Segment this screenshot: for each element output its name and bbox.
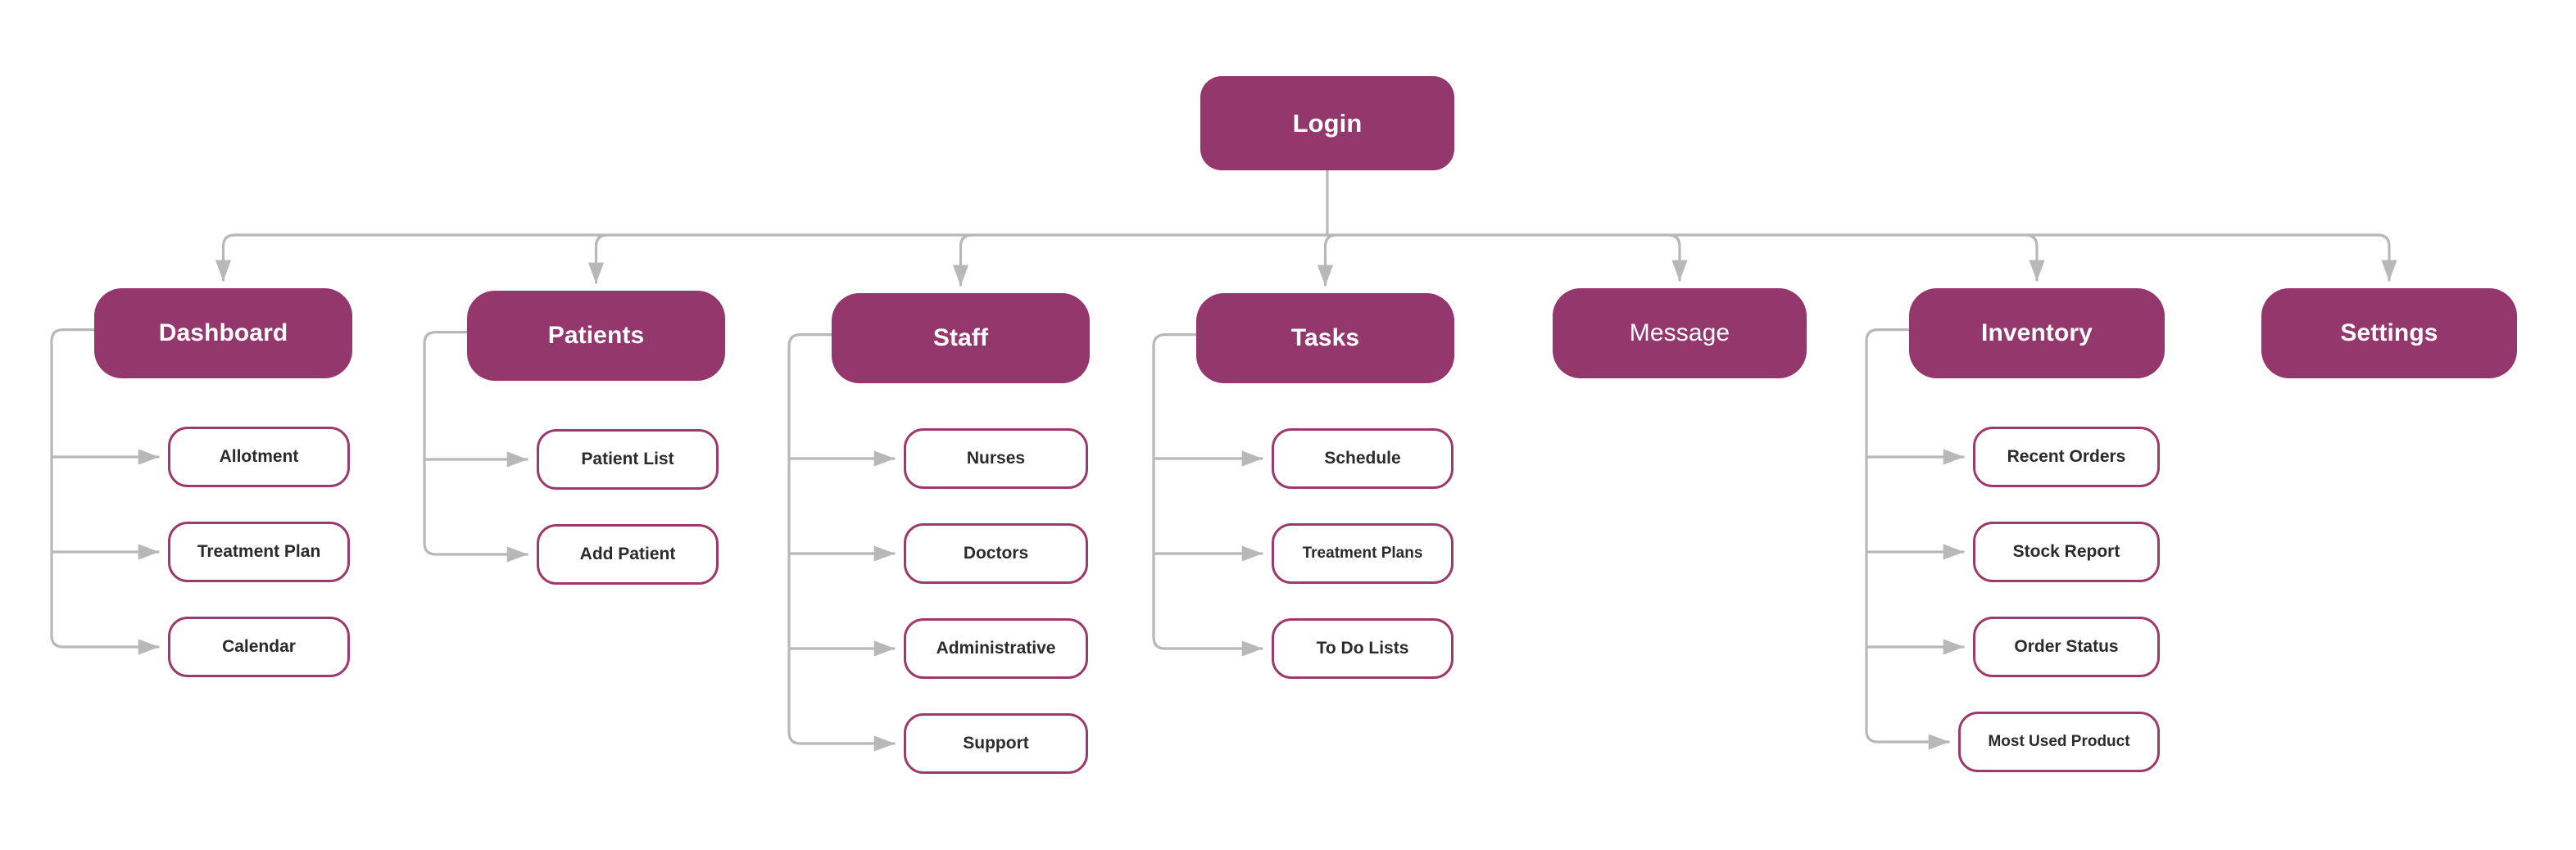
connector-arrow <box>2024 233 2045 282</box>
node-label: Patients <box>547 321 645 349</box>
leaf-node-allotment[interactable]: Allotment <box>168 427 350 487</box>
leaf-node-most-used-product[interactable]: Most Used Product <box>1958 712 2160 772</box>
node-label: Tasks <box>1290 323 1360 351</box>
leaf-node-treatment-plan[interactable]: Treatment Plan <box>168 522 350 582</box>
node-label: Login <box>1292 108 1363 138</box>
leaf-node-doctors[interactable]: Doctors <box>904 523 1088 584</box>
connector-line <box>50 328 96 649</box>
node-tasks[interactable]: Tasks <box>1196 293 1454 383</box>
node-inventory[interactable]: Inventory <box>1909 288 2165 378</box>
node-message[interactable]: Message <box>1553 288 1807 378</box>
node-label: To Do Lists <box>1316 638 1409 658</box>
node-patients[interactable]: Patients <box>467 291 725 381</box>
connector-arrow <box>1317 233 1339 287</box>
leaf-node-order-status[interactable]: Order Status <box>1973 617 2160 677</box>
node-settings[interactable]: Settings <box>2261 288 2517 378</box>
node-label: Nurses <box>966 448 1026 468</box>
node-label: Schedule <box>1324 448 1401 468</box>
leaf-node-stock-report[interactable]: Stock Report <box>1973 522 2160 582</box>
leaf-node-nurses[interactable]: Nurses <box>904 428 1088 489</box>
node-label: Support <box>963 733 1029 753</box>
connector-arrow <box>215 233 237 282</box>
leaf-node-calendar[interactable]: Calendar <box>168 617 350 677</box>
node-label: Treatment Plan <box>197 541 321 561</box>
connector-arrow <box>2376 233 2397 282</box>
node-label: Most Used Product <box>1988 733 2130 751</box>
node-label: Allotment <box>219 446 299 466</box>
leaf-node-administrative[interactable]: Administrative <box>904 618 1088 679</box>
node-label: Staff <box>932 323 989 351</box>
node-label: Message <box>1629 319 1730 346</box>
connector-line <box>423 331 469 556</box>
connector-arrow <box>1667 233 1688 282</box>
node-label: Recent Orders <box>2007 446 2126 466</box>
node-label: Order Status <box>2014 636 2119 656</box>
node-label: Doctors <box>963 543 1029 563</box>
connector-line <box>787 333 833 745</box>
node-label: Administrative <box>936 638 1056 658</box>
connector-line <box>1152 333 1198 650</box>
leaf-node-add-patient[interactable]: Add Patient <box>537 524 719 585</box>
connector-arrow <box>952 233 974 287</box>
node-label: Calendar <box>222 636 296 656</box>
node-label: Inventory <box>1981 319 2093 346</box>
connector-line <box>1865 328 1911 744</box>
leaf-node-schedule[interactable]: Schedule <box>1272 428 1454 489</box>
node-label: Patient List <box>581 449 674 468</box>
node-label: Add Patient <box>579 544 676 563</box>
leaf-node-support[interactable]: Support <box>904 713 1088 774</box>
node-dashboard[interactable]: Dashboard <box>94 288 352 378</box>
leaf-node-patient-list[interactable]: Patient List <box>537 429 719 490</box>
leaf-node-to-do-lists[interactable]: To Do Lists <box>1272 618 1454 679</box>
connector-arrow <box>587 233 610 284</box>
node-label: Stock Report <box>2012 541 2120 561</box>
node-staff[interactable]: Staff <box>832 293 1090 383</box>
leaf-node-treatment-plans[interactable]: Treatment Plans <box>1272 523 1454 584</box>
node-login[interactable]: Login <box>1200 76 1454 170</box>
node-label: Settings <box>2340 319 2438 346</box>
node-label: Treatment Plans <box>1302 545 1423 563</box>
node-label: Dashboard <box>158 319 288 346</box>
leaf-node-recent-orders[interactable]: Recent Orders <box>1973 427 2160 487</box>
